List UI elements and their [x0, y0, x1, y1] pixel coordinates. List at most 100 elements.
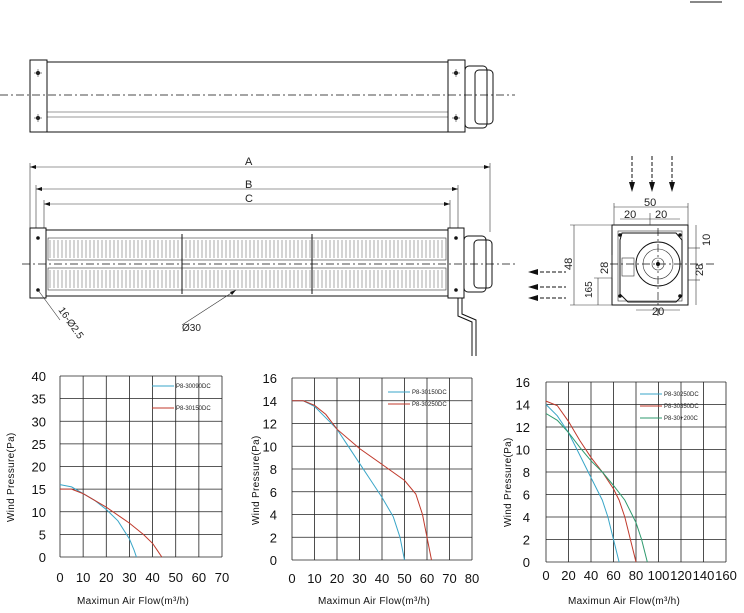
y-tick-label: 6 [270, 485, 277, 500]
x-tick-label: 20 [330, 571, 344, 586]
dim-top-20-left: 20 [624, 209, 636, 221]
x-tick-label: 0 [542, 568, 549, 583]
dim-right-28: 28 [694, 264, 706, 276]
y-tick-label: 10 [516, 443, 530, 458]
y-tick-label: 35 [32, 392, 46, 407]
y-tick-label: 25 [32, 437, 46, 452]
x-tick-label: 60 [192, 570, 206, 585]
dim-height-48: 48 [563, 258, 575, 270]
y-tick-label: 15 [32, 482, 46, 497]
x-tick-label: 70 [442, 571, 456, 586]
x-tick-label: 30 [122, 570, 136, 585]
x-tick-label: 50 [168, 570, 182, 585]
y-tick-label: 10 [263, 439, 277, 454]
series-line-P8-30250DC [545, 404, 620, 563]
x-tick-label: 160 [715, 568, 737, 583]
x-tick-label: 60 [606, 568, 620, 583]
y-tick-label: 0 [39, 550, 46, 565]
y-tick-label: 6 [523, 488, 530, 503]
y-tick-label: 16 [263, 371, 277, 386]
series-line-P8-30090DC [59, 484, 137, 558]
x-tick-label: 0 [56, 570, 63, 585]
y-tick-label: 20 [32, 460, 46, 475]
front-view: A B C 16-Ø2.5 Ø30 [22, 156, 515, 356]
airflow-out-arrowhead [528, 295, 538, 301]
diameter-label: Ø30 [182, 323, 201, 334]
y-tick-label: 16 [516, 375, 530, 390]
legend-label: P8-30150DC [412, 390, 447, 396]
x-tick-label: 10 [76, 570, 90, 585]
y-tick-label: 0 [523, 555, 530, 570]
series-line-P8-30150DC [292, 400, 405, 561]
airflow-out-arrowhead [528, 269, 538, 275]
legend-label: P8-30250DC [412, 402, 447, 408]
x-tick-label: 50 [397, 571, 411, 586]
legend-label: P8-30090DC [176, 384, 211, 390]
y-tick-label: 40 [32, 369, 46, 384]
dim-label-a: A [245, 156, 253, 168]
x-tick-label: 100 [648, 568, 670, 583]
dim-right-10: 10 [701, 234, 713, 246]
y-tick-label: 14 [263, 394, 277, 409]
y-tick-label: 30 [32, 414, 46, 429]
dim-left-165: 165 [584, 281, 595, 298]
top-view [0, 1, 722, 133]
dim-width-50: 50 [644, 197, 656, 209]
x-tick-label: 120 [670, 568, 692, 583]
series-line-P8-30+200C [545, 413, 648, 563]
x-tick-label: 80 [465, 571, 479, 586]
airflow-in-arrowhead [669, 182, 675, 192]
y-tick-label: 10 [32, 505, 46, 520]
x-tick-label: 40 [145, 570, 159, 585]
x-tick-label: 10 [307, 571, 321, 586]
series-line-P8-30150DC [60, 488, 163, 558]
series-line-P8-30250DC [292, 400, 432, 561]
side-view: 50 20 20 48 28 165 10 28 20 [528, 156, 714, 318]
y-tick-label: 5 [39, 527, 46, 542]
x-tick-label: 30 [352, 571, 366, 586]
y-tick-label: 12 [263, 417, 277, 432]
legend-label: P8-30150DC [176, 406, 211, 412]
x-tick-label: 60 [420, 571, 434, 586]
x-axis-label: Maximun Air Flow(m³/h) [568, 596, 680, 607]
x-tick-label: 40 [584, 568, 598, 583]
y-axis-label: Wind Pressure(Pa) [503, 437, 514, 527]
y-tick-label: 8 [270, 462, 277, 477]
dim-label-b: B [245, 179, 252, 191]
y-tick-label: 14 [516, 398, 530, 413]
legend-label: P8-30350DC [664, 404, 699, 410]
x-tick-label: 20 [99, 570, 113, 585]
impeller-blades [49, 240, 443, 288]
y-tick-label: 2 [523, 533, 530, 548]
holes-label: 16-Ø2.5 [56, 305, 86, 341]
x-tick-label: 40 [375, 571, 389, 586]
y-tick-label: 4 [523, 510, 530, 525]
legend-label: P8-30250DC [664, 392, 699, 398]
x-tick-label: 20 [561, 568, 575, 583]
x-tick-label: 70 [215, 570, 229, 585]
y-tick-label: 8 [523, 465, 530, 480]
x-tick-label: 80 [629, 568, 643, 583]
dim-top-20-right: 20 [655, 209, 667, 221]
airflow-out-arrowhead [528, 284, 538, 290]
airflow-in-arrowhead [629, 182, 635, 192]
y-axis-label: Wind Pressure(Pa) [251, 435, 262, 525]
x-tick-label: 140 [693, 568, 715, 583]
y-tick-label: 0 [270, 553, 277, 568]
x-axis-label: Maximun Air Flow(m³/h) [77, 596, 189, 607]
y-axis-label: Wind Pressure(Pa) [6, 432, 17, 522]
legend-label: P8-30+200C [664, 416, 699, 422]
x-axis-label: Maximun Air Flow(m³/h) [318, 596, 430, 607]
y-tick-label: 2 [270, 530, 277, 545]
x-tick-label: 0 [288, 571, 295, 586]
y-tick-label: 4 [270, 508, 277, 523]
airflow-in-arrowhead [649, 182, 655, 192]
y-tick-label: 12 [516, 420, 530, 435]
dim-label-c: C [245, 193, 253, 205]
dim-left-28: 28 [599, 262, 611, 274]
